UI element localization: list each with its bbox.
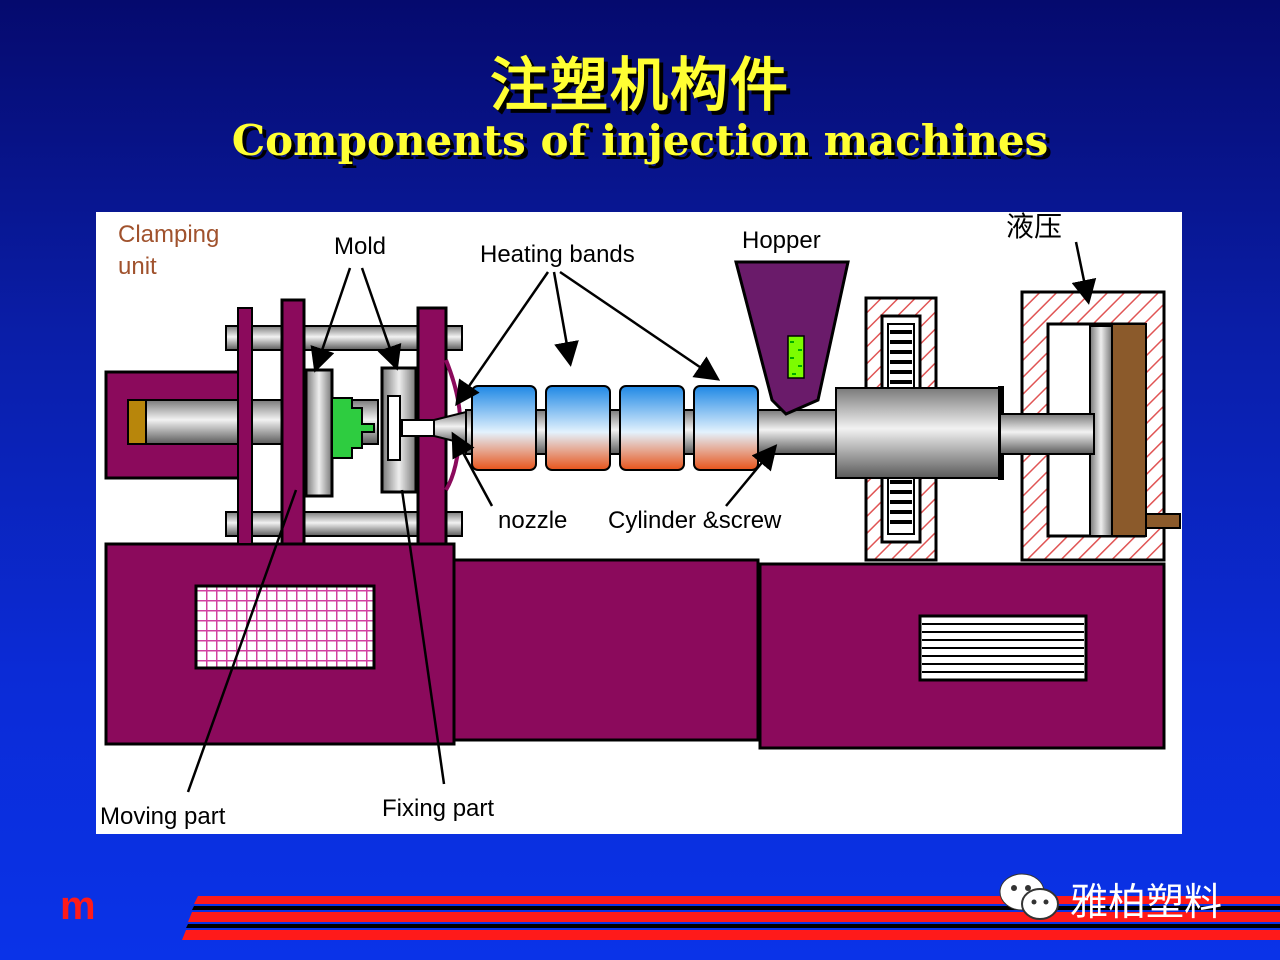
- logo-m: m: [60, 884, 96, 928]
- heating-bands: [471, 385, 759, 471]
- label-clamping-unit-2: unit: [118, 253, 157, 280]
- wechat-icon: [999, 873, 1059, 920]
- label-fixing-part: Fixing part: [382, 795, 494, 822]
- leader-lines: [186, 241, 1097, 793]
- label-nozzle: nozzle: [498, 507, 567, 534]
- mold-moving-half: [304, 368, 334, 498]
- rear-platen: [237, 307, 253, 545]
- label-cylinder-screw: Cylinder &screw: [608, 507, 782, 534]
- watermark: 雅柏塑料: [998, 868, 1222, 928]
- heating-band-3: [619, 385, 685, 471]
- vent-grille: [918, 614, 1088, 682]
- injection-machine-diagram: Clamping unit Mold Heating bands Hopper …: [100, 210, 1181, 830]
- heating-band-1: [471, 385, 537, 471]
- heating-band-2: [545, 385, 611, 471]
- heating-band-4: [693, 385, 759, 471]
- watermark-text: 雅柏塑料: [1070, 879, 1223, 924]
- title-english: Components of injection machines: [231, 116, 1049, 165]
- label-moving-part: Moving part: [100, 803, 226, 830]
- label-mold: Mold: [334, 233, 386, 260]
- footer-stripes: [182, 896, 1280, 940]
- ejector: [331, 397, 375, 459]
- moving-platen: [280, 298, 306, 546]
- label-hydraulic: 液压: [1006, 210, 1062, 243]
- hopper: [734, 260, 850, 416]
- drive-block: [835, 387, 1001, 479]
- label-clamping-unit-1: Clamping: [118, 221, 219, 248]
- label-heating-bands: Heating bands: [480, 241, 635, 268]
- screw-shaft: [999, 413, 1095, 455]
- label-hopper: Hopper: [742, 227, 821, 254]
- title-chinese: 注塑机构件: [489, 51, 790, 119]
- machine-base: [104, 542, 1166, 750]
